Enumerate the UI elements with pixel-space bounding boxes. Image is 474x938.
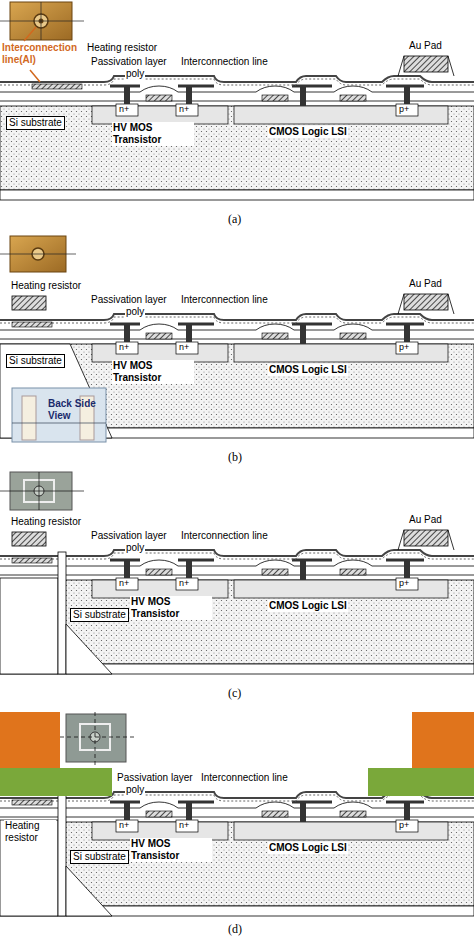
region-label: CMOS Logic LSI: [268, 600, 348, 612]
part-label: Interconnection line: [180, 294, 269, 306]
panel-d: [0, 712, 474, 916]
region-label: Si substrate: [70, 608, 129, 622]
panel-c: [0, 472, 474, 674]
region-label: HV MOS Transistor: [112, 122, 194, 146]
part-label: poly: [125, 542, 145, 554]
part-label: poly: [125, 784, 145, 796]
panel-caption: (b): [228, 450, 242, 464]
part-label: Au Pad: [408, 278, 443, 290]
part-label: Interconnection line: [180, 56, 269, 68]
part-label: Passivation layer: [90, 294, 168, 306]
region-label: CMOS Logic LSI: [268, 126, 348, 138]
callout-label: Interconnection line(Al): [2, 42, 82, 66]
doping-label: n+: [179, 104, 189, 115]
part-label: Passivation layer: [90, 530, 168, 542]
doping-label: n+: [119, 578, 129, 589]
part-label: Passivation layer: [90, 56, 168, 68]
region-label: Si substrate: [6, 116, 65, 130]
part-label: Interconnection line: [180, 530, 269, 542]
region-label: Si substrate: [6, 354, 65, 368]
part-label: Passivation layer: [116, 772, 194, 784]
doping-label: n+: [179, 578, 189, 589]
region-label: CMOS Logic LSI: [268, 364, 348, 376]
panel-caption: (a): [228, 212, 241, 226]
panel-caption: (d): [228, 922, 242, 936]
back-side-photo: [12, 388, 106, 442]
doping-label: n+: [119, 342, 129, 353]
doping-label: p+: [399, 820, 409, 831]
doping-label: n+: [179, 820, 189, 831]
part-label: Heating resistor: [10, 280, 82, 292]
panel-b: [0, 236, 474, 442]
doping-label: n+: [119, 820, 129, 831]
doping-label: n+: [119, 104, 129, 115]
part-label: poly: [125, 68, 145, 80]
panel-caption: (c): [228, 686, 241, 700]
doping-label: p+: [399, 104, 409, 115]
part-label: Heating resistor: [86, 42, 158, 54]
part-label: Au Pad: [408, 514, 443, 526]
photo-label: Back Side View: [48, 398, 104, 422]
doping-label: n+: [179, 342, 189, 353]
panel-a: [0, 2, 474, 200]
doping-label: p+: [399, 342, 409, 353]
region-label: Si substrate: [70, 850, 129, 864]
region-label: CMOS Logic LSI: [268, 842, 348, 854]
part-label: Heating resistor: [4, 820, 56, 844]
part-label: Heating resistor: [10, 516, 82, 528]
region-label: HV MOS Transistor: [130, 838, 212, 862]
heating-resistor: [32, 84, 82, 89]
green-layer: [0, 768, 112, 796]
part-label: Interconnection line: [200, 772, 289, 784]
doping-label: p+: [399, 578, 409, 589]
region-label: HV MOS Transistor: [130, 596, 212, 620]
part-label: poly: [125, 306, 145, 318]
part-label: Au Pad: [408, 40, 443, 52]
orange-block: [0, 712, 60, 768]
region-label: HV MOS Transistor: [112, 360, 194, 384]
